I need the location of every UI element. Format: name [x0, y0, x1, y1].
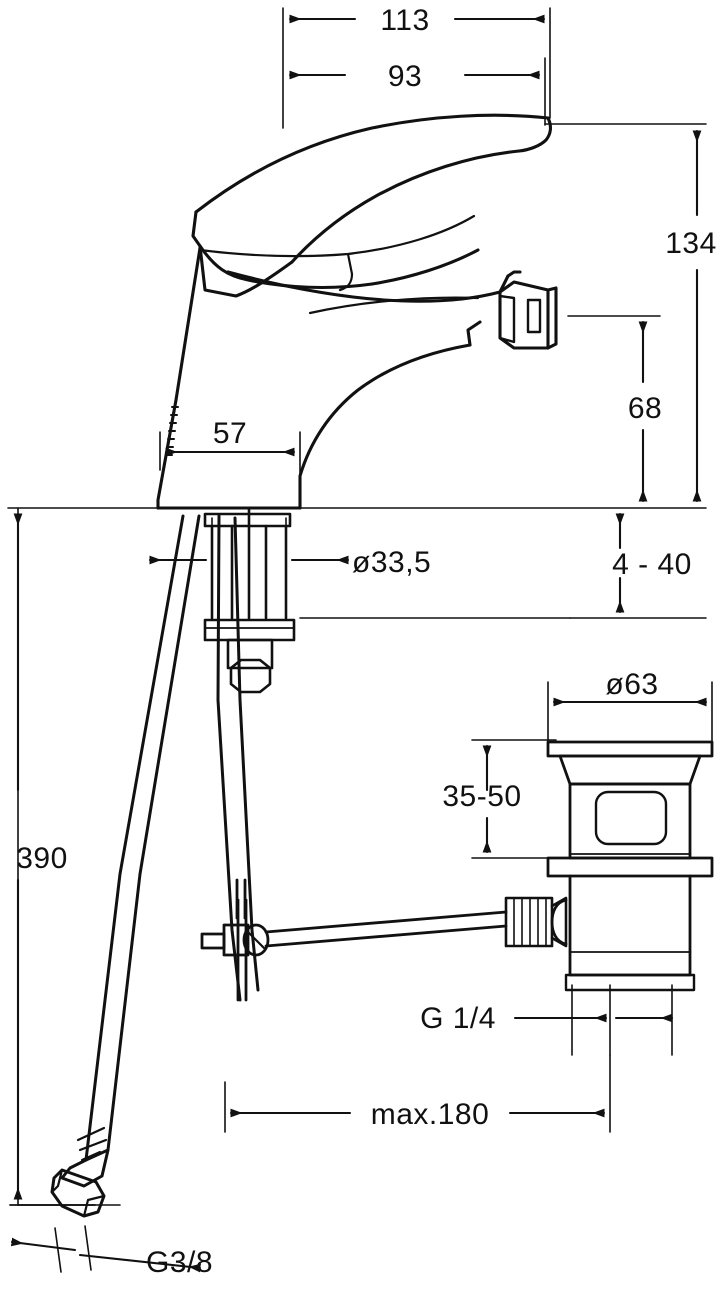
faucet-body-column: [156, 246, 302, 510]
dimension-labels: 113 93 134 68 57 ø33,5 4 - 40 ø63 35-50 …: [16, 4, 717, 1279]
aerator-outlet: [498, 280, 558, 350]
linkage-rod-horizontal: [264, 910, 508, 948]
faucet-spout: [226, 270, 522, 504]
label-linkage-max-length: max.180: [371, 1098, 490, 1131]
label-shank-diameter: ø33,5: [352, 546, 431, 579]
label-spout-outlet-height: 68: [628, 392, 662, 425]
label-hose-length: 390: [16, 842, 68, 875]
waste-plug-body: [568, 782, 692, 860]
label-waste-height-range: 35-50: [442, 780, 521, 813]
label-overall-height: 134: [665, 227, 717, 260]
label-basin-thickness-range: 4 - 40: [612, 548, 692, 581]
label-waste-flange-diameter: ø63: [605, 668, 658, 701]
label-body-width: 57: [213, 417, 247, 450]
label-spout-reach-outlet: 93: [388, 60, 422, 93]
hose-end-fitting: [9, 1126, 110, 1218]
faucet-body-outline: [191, 113, 552, 298]
label-hose-thread: G3/8: [146, 1246, 213, 1279]
label-linkage-thread: G 1/4: [420, 1002, 496, 1035]
waste-flange: [546, 740, 714, 786]
faucet-cartridge-cap: [198, 244, 480, 290]
label-spout-reach-total: 113: [380, 4, 429, 37]
linkage-clevis: [200, 923, 270, 957]
extension-lines: [7, 7, 713, 1273]
flexible-hose-left: [84, 514, 201, 1162]
waste-tailpiece: [550, 874, 696, 992]
mounting-shank: [203, 506, 296, 694]
dimension-lines: [10, 14, 708, 1273]
waste-lower-flange: [546, 856, 714, 878]
flexible-hose-right: [216, 514, 260, 1002]
